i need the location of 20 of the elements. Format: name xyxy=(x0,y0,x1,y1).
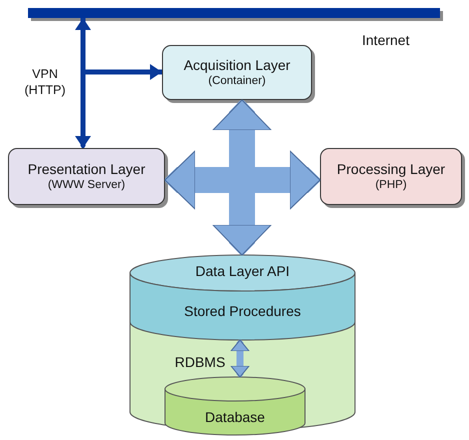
box-subtitle: (Container) xyxy=(208,74,266,88)
edge-label: VPN (HTTP) xyxy=(24,66,66,98)
arrow xyxy=(80,18,162,80)
box-title: Acquisition Layer xyxy=(184,56,290,74)
layer-box xyxy=(8,148,165,205)
arrow xyxy=(230,340,250,378)
layer-box xyxy=(162,45,312,100)
cylinder-label: Data Layer API xyxy=(194,263,291,280)
cylinder-label: Stored Procedures xyxy=(183,303,302,320)
edge-label: RDBMS xyxy=(174,354,226,370)
box-title: Presentation Layer xyxy=(28,160,146,178)
box-subtitle: (PHP) xyxy=(375,178,407,192)
network-label: Internet xyxy=(362,32,410,48)
box-title: Processing Layer xyxy=(336,160,446,178)
block-arrow xyxy=(164,150,320,210)
box-subtitle: (WWW Server) xyxy=(48,178,126,192)
layer-box xyxy=(320,148,462,205)
block-arrow xyxy=(212,100,272,256)
network-bar xyxy=(28,8,440,18)
cylinder-label: Database xyxy=(204,409,266,426)
